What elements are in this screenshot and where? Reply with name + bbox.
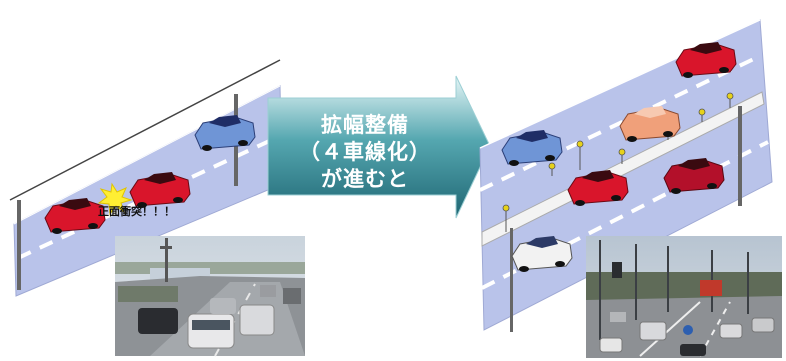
utility-pole xyxy=(510,228,513,332)
road-photo-after xyxy=(586,236,782,358)
right-salmon-car xyxy=(619,106,681,142)
right-red-car-top xyxy=(675,42,737,78)
arrow-caption-line-3: が進むと xyxy=(321,167,409,191)
road-photo-before xyxy=(115,236,305,357)
left-blue-car xyxy=(194,115,256,151)
collision-burst-icon xyxy=(97,182,133,216)
right-red-car-middle xyxy=(567,170,629,206)
arrow-caption: 拡幅整備 （４車線化） が進むと xyxy=(270,112,460,193)
right-blue-car xyxy=(501,130,563,166)
collision-label: 正面衝突！！！ xyxy=(98,205,175,218)
process-arrow xyxy=(267,75,491,219)
right-darkred-car xyxy=(663,158,725,194)
left-red-car-1 xyxy=(44,198,106,234)
utility-pole xyxy=(738,106,742,206)
utility-pole xyxy=(17,200,21,290)
arrow-caption-line-1: 拡幅整備 xyxy=(321,113,409,137)
right-white-car xyxy=(511,236,573,272)
arrow-caption-line-2: （４車線化） xyxy=(299,140,431,164)
left-red-car-2 xyxy=(129,172,191,208)
